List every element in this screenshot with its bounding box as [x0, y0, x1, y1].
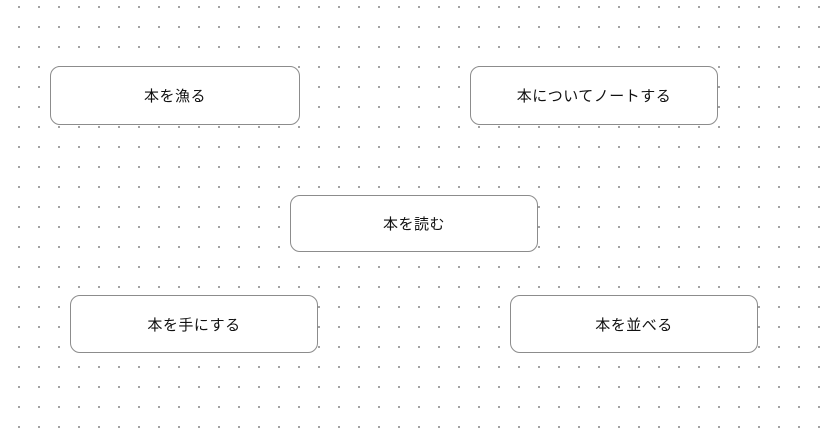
node-arrange-books[interactable]: 本を並べる: [510, 295, 758, 353]
node-label: 本を読む: [382, 216, 445, 233]
node-read-books[interactable]: 本を読む: [290, 195, 538, 252]
node-label: 本についてノートする: [516, 88, 672, 105]
node-label: 本を並べる: [595, 316, 673, 334]
node-note-about-books[interactable]: 本についてノートする: [470, 66, 718, 125]
node-hunt-for-books[interactable]: 本を漁る: [50, 66, 300, 125]
node-label: 本を漁る: [143, 88, 206, 105]
node-get-books-in-hand[interactable]: 本を手にする: [70, 295, 318, 353]
node-label: 本を手にする: [147, 316, 241, 334]
